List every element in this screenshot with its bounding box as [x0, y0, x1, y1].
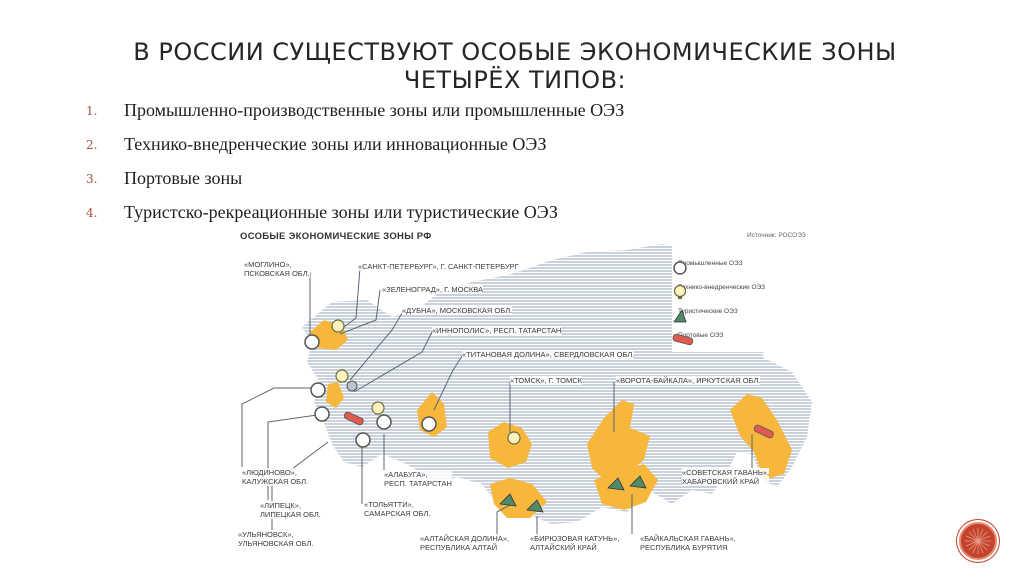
region-irkutsk [587, 400, 650, 480]
list-item: 2. Технико-внедренческие зоны или иннова… [86, 134, 624, 168]
map-title: ОСОБЫЕ ЭКОНОМИЧЕСКИЕ ЗОНЫ РФ [240, 231, 432, 242]
legend-label: Портовые ОЭЗ [678, 332, 724, 339]
map-label-sovgavan: «СОВЕТСКАЯ ГАВАНЬ», ХАБАРОВСКИЙ КРАЙ [682, 468, 770, 486]
map-label-tomsk: «ТОМСК», Г. ТОМСК [510, 376, 583, 385]
list-number: 3. [86, 172, 98, 186]
legend-item: Туристические ОЭЗ [672, 308, 738, 323]
region-tomsk [488, 422, 532, 468]
tourist-zone-icon [526, 499, 544, 513]
list-text: Промышленно-производственные зоны или пр… [124, 100, 625, 120]
innovation-zone-icon [335, 369, 349, 383]
list-number: 4. [86, 206, 98, 220]
map-label-moglino: «МОГЛИНО», ПСКОВСКАЯ ОБЛ. [244, 260, 310, 278]
industrial-zone-icon [673, 261, 687, 275]
legend-item: Технико-внедренческие ОЭЗ [672, 284, 766, 299]
industrial-zone-icon [304, 334, 320, 350]
industrial-zone-icon [376, 414, 392, 430]
region-khabarovsk [730, 394, 792, 480]
map-label-tolyatti: «ТОЛЬЯТТИ», САМАРСКАЯ ОБЛ. [364, 500, 431, 518]
tourist-zone-icon [629, 475, 647, 489]
tourist-zone-icon [499, 493, 517, 507]
radial-lines-icon [965, 528, 991, 554]
map-label-lipetsk: «ЛИПЕЦК», ЛИПЕЦКАЯ ОБЛ. [260, 501, 321, 519]
innovation-zone-icon [673, 284, 687, 299]
list-item: 4. Туристско-рекреационные зоны или тури… [86, 202, 624, 236]
innovation-zone-icon [507, 431, 521, 445]
map-source: Источник: РОСОЭЗ [747, 232, 806, 239]
list-text: Портовые зоны [124, 168, 243, 188]
zone-type-list: 1. Промышленно-производственные зоны или… [86, 100, 624, 236]
industrial-zone-icon [355, 432, 371, 448]
sez-map: ОСОБЫЕ ЭКОНОМИЧЕСКИЕ ЗОНЫ РФ Источник: Р… [232, 222, 824, 552]
map-label-innopolis: «ИННОПОЛИС», РЕСП. ТАТАРСТАН [432, 326, 562, 335]
industrial-zone-icon [310, 382, 326, 398]
map-label-dubna: «ДУБНА», МОСКОВСКАЯ ОБЛ. [402, 306, 513, 315]
industrial-zone-icon [314, 406, 330, 422]
tourist-zone-icon [607, 477, 625, 491]
map-label-baikal-harbor: «БАЙКАЛЬСКАЯ ГАВАНЬ», РЕСПУБЛИКА БУРЯТИЯ [640, 534, 736, 552]
legend-item: Промышленные ОЭЗ [672, 260, 743, 275]
list-number: 1. [86, 104, 98, 118]
port-zone-icon [672, 333, 694, 346]
region-central [326, 382, 344, 408]
industrial-zone-icon [421, 416, 437, 432]
region-buryatia [594, 464, 658, 510]
map-label-biruzovaya: «БИРЮЗОВАЯ КАТУНЬ», АЛТАЙСКИЙ КРАЙ [530, 534, 620, 552]
map-label-zelenograd: «ЗЕЛЕНОГРАД», Г. МОСКВА [382, 285, 484, 294]
tourist-zone-icon [673, 309, 687, 323]
legend-label: Промышленные ОЭЗ [678, 260, 743, 267]
map-label-alabuga: «АЛАБУГА», РЕСП. ТАТАРСТАН [384, 470, 452, 488]
legend-label: Туристические ОЭЗ [678, 308, 738, 315]
map-label-spb: «САНКТ-ПЕТЕРБУРГ», Г. САНКТ-ПЕТЕРБУРГ [358, 262, 519, 271]
slide-title: В РОССИИ СУЩЕСТВУЮТ ОСОБЫЕ ЭКОНОМИЧЕСКИЕ… [133, 38, 897, 94]
legend-label: Технико-внедренческие ОЭЗ [678, 284, 766, 291]
map-label-baikal-gate: «ВОРОТА-БАЙКАЛА», ИРКУТСКАЯ ОБЛ. [616, 376, 761, 385]
map-label-altai-valley: «АЛТАЙСКАЯ ДОЛИНА», РЕСПУБЛИКА АЛТАЙ [420, 534, 510, 552]
list-item: 3. Портовые зоны [86, 168, 624, 202]
port-zone-icon [753, 424, 774, 439]
map-label-ulyanovsk: «УЛЬЯНОВСК», УЛЬЯНОВСКАЯ ОБЛ. [238, 530, 314, 548]
map-markers [304, 319, 774, 513]
map-label-lyudinovo: «ЛЮДИНОВО», КАЛУЖСКАЯ ОБЛ. [242, 468, 309, 486]
innovation-zone-icon [346, 380, 358, 392]
list-item: 1. Промышленно-производственные зоны или… [86, 100, 624, 134]
map-label-titan: «ТИТАНОВАЯ ДОЛИНА», СВЕРДЛОВСКАЯ ОБЛ. [462, 350, 635, 359]
list-number: 2. [86, 138, 98, 152]
innovation-zone-icon [371, 401, 385, 415]
list-text: Туристско-рекреационные зоны или туристи… [124, 202, 558, 222]
innovation-zone-icon [331, 319, 345, 333]
map-legend: Промышленные ОЭЗ Технико-внедренческие О… [672, 244, 824, 352]
next-slide-button[interactable] [959, 522, 997, 560]
list-text: Технико-внедренческие зоны или инновацио… [124, 134, 547, 154]
legend-item: Портовые ОЭЗ [672, 332, 724, 346]
port-zone-icon [343, 411, 364, 426]
